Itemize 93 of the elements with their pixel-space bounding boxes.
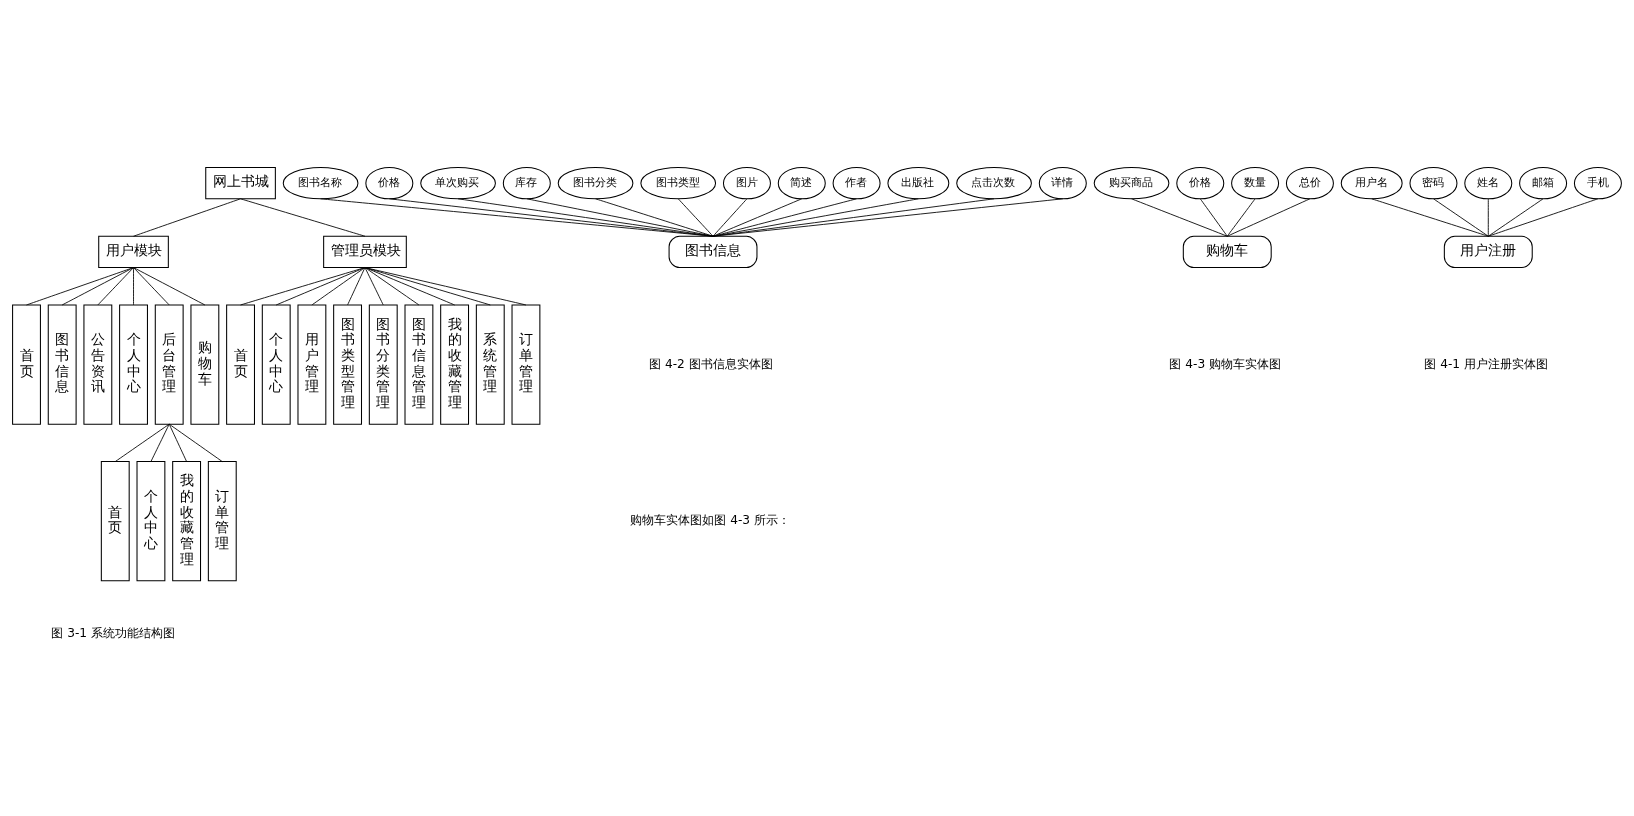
node-box: 首页 [100,460,130,581]
connector [364,266,420,305]
connector [168,423,223,462]
node-box: 后台管理 [154,303,184,425]
node-box: 购物车 [1182,235,1272,268]
connector [133,197,241,237]
connector [1131,197,1228,237]
node-ellipse: 简述 [777,166,826,199]
connector [1226,197,1311,237]
node-box: 我的收藏管理 [172,460,202,581]
node-ellipse: 密码 [1409,166,1458,199]
connector [97,266,134,305]
label: 图 3-1 系统功能结构图 [51,625,175,640]
connector [364,266,491,305]
connector [595,197,714,237]
connector [114,423,170,462]
connector [133,266,134,305]
connector [1487,197,1489,237]
node-ellipse: 图书名称 [282,166,359,199]
node-box: 管理员模块 [323,235,407,268]
connector [1199,197,1228,237]
node-box: 图书分类管理 [368,303,398,425]
connector [61,266,134,305]
node-box: 购物车 [190,303,220,425]
connector [677,197,714,237]
node-box: 我的收藏管理 [440,303,470,425]
node-ellipse: 图书类型 [640,166,717,199]
node-ellipse: 价格 [365,166,414,199]
node-box: 个人中心 [136,460,166,581]
connector [133,266,206,305]
connector [1433,197,1489,237]
connector [712,197,919,237]
connector [275,266,366,305]
node-ellipse: 单次购买 [420,166,496,199]
node-ellipse: 库存 [502,166,551,199]
node-ellipse: 姓名 [1464,166,1513,199]
node-ellipse: 手机 [1573,166,1622,199]
node-box: 系统管理 [475,303,505,425]
connector [26,266,134,305]
connector [457,197,714,237]
node-ellipse: 图书分类 [557,166,634,199]
node-ellipse: 购买商品 [1093,166,1170,199]
node-box: 图书信息 [668,235,758,268]
node-box: 用户管理 [297,303,327,425]
node-ellipse: 邮箱 [1519,166,1568,199]
connector [388,197,714,237]
connector [712,197,1064,237]
node-ellipse: 详情 [1038,166,1087,199]
node-box: 个人中心 [119,303,148,425]
node-box: 首页 [12,303,41,425]
node-ellipse: 价格 [1176,166,1225,199]
connector [1226,197,1256,237]
node-box: 订单管理 [207,460,237,581]
connector [712,197,748,237]
node-box: 图书信息管理 [404,303,434,425]
node-box: 用户注册 [1443,235,1533,268]
connector [712,197,858,237]
connector [364,266,456,305]
node-box: 图书信息 [47,303,77,425]
connector [364,266,527,305]
connector [712,197,995,237]
connector [347,266,366,305]
connector [240,266,366,305]
node-ellipse: 点击次数 [956,166,1032,199]
connector [240,197,366,237]
label: 图 4-3 购物车实体图 [1169,356,1282,371]
node-ellipse: 作者 [832,166,881,199]
node-ellipse: 总价 [1285,166,1334,199]
node-box: 个人中心 [261,303,291,425]
node-box: 首页 [226,303,255,425]
node-box: 用户模块 [98,235,169,268]
node-box: 订单管理 [511,303,541,425]
node-box: 网上书城 [205,166,276,199]
node-ellipse: 出版社 [887,166,950,199]
connector [712,197,803,237]
connector [526,197,714,237]
node-box: 图书类型管理 [333,303,362,425]
connector [320,197,714,237]
label: 购物车实体图如图 4-3 所示： [630,512,790,527]
node-ellipse: 用户名 [1340,166,1403,199]
label: 图 4-1 用户注册实体图 [1424,356,1548,371]
connector [1371,197,1489,237]
connector [1487,197,1544,237]
connector [364,266,384,305]
node-box: 公告资讯 [83,303,113,425]
connector [133,266,170,305]
label: 图 4-2 图书信息实体图 [649,356,773,371]
connector [1487,197,1599,237]
node-ellipse: 数量 [1231,166,1280,199]
connector [150,423,170,462]
node-ellipse: 图片 [722,166,771,199]
connector [168,423,188,462]
connector [311,266,366,305]
